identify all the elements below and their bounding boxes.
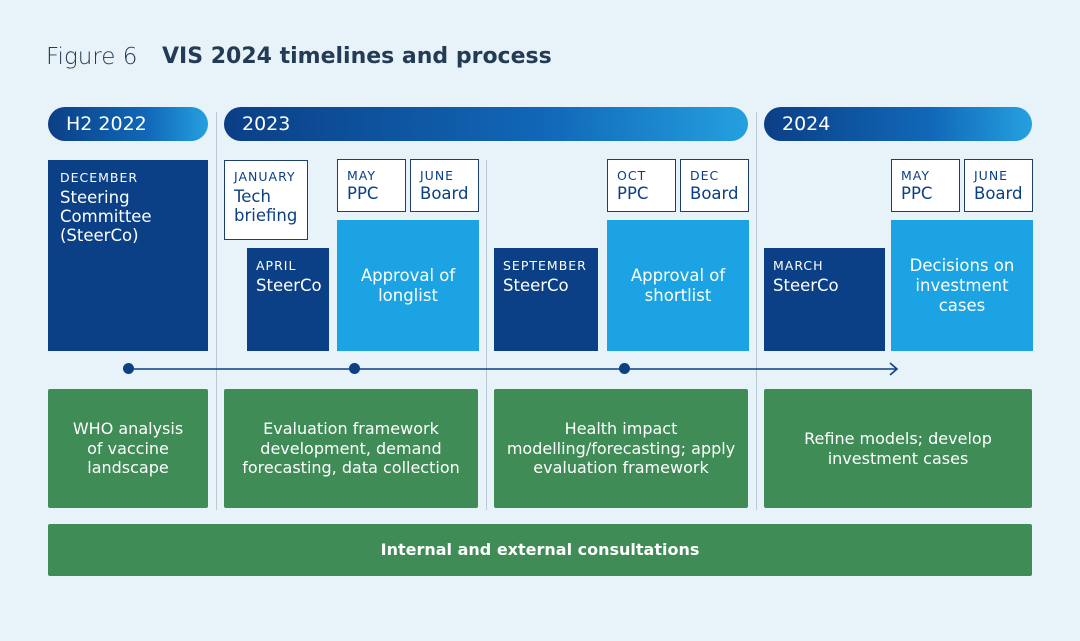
- activity-text: Health impact modelling/forecasting; app…: [506, 419, 736, 478]
- milestone-month: MAY: [347, 168, 377, 183]
- milestone-name: SteerCo: [503, 276, 569, 295]
- milestone-month: JUNE: [420, 168, 455, 183]
- milestone-name: Tech briefing: [234, 187, 298, 225]
- milestone-name: PPC: [617, 184, 649, 203]
- activity-refine-models: Refine models; develop investment cases: [764, 389, 1032, 508]
- milestone-name: Steering Committee (SteerCo): [60, 188, 152, 245]
- timeline-dot: [349, 363, 360, 374]
- approval-shortlist: Approval of shortlist: [607, 220, 749, 351]
- milestone-name: Board: [420, 184, 469, 203]
- milestone-name: SteerCo: [256, 276, 322, 295]
- consultations-label: Internal and external consultations: [380, 540, 700, 559]
- activity-text: WHO analysis of vaccine landscape: [72, 419, 184, 478]
- milestone-may-2023: MAY PPC: [337, 159, 406, 212]
- milestone-oct: OCT PPC: [607, 159, 676, 212]
- half-divider: [486, 160, 487, 510]
- period-2023: 2023: [224, 107, 748, 141]
- milestone-month: JANUARY: [234, 169, 296, 184]
- consultations-bar: Internal and external consultations: [48, 524, 1032, 576]
- milestone-name: PPC: [901, 184, 933, 203]
- milestone-june-2023: JUNE Board: [410, 159, 479, 212]
- milestone-month: OCT: [617, 168, 647, 183]
- milestone-december: DECEMBER Steering Committee (SteerCo): [48, 160, 208, 351]
- milestone-month: MAY: [901, 168, 931, 183]
- activity-who-analysis: WHO analysis of vaccine landscape: [48, 389, 208, 508]
- milestone-may-2024: MAY PPC: [891, 159, 960, 212]
- figure-label: Figure 6: [46, 44, 138, 70]
- timeline-dot: [619, 363, 630, 374]
- period-divider: [216, 112, 217, 510]
- activity-text: Evaluation framework development, demand…: [242, 419, 460, 478]
- figure-title: VIS 2024 timelines and process: [162, 44, 552, 69]
- activity-text: Refine models; develop investment cases: [804, 429, 992, 468]
- milestone-month: APRIL: [256, 258, 297, 273]
- milestone-month: DECEMBER: [60, 170, 139, 185]
- period-divider: [756, 112, 757, 510]
- period-2024: 2024: [764, 107, 1032, 141]
- milestone-name: Board: [690, 184, 739, 203]
- milestone-march: MARCH SteerCo: [764, 248, 885, 351]
- activity-health-impact: Health impact modelling/forecasting; app…: [494, 389, 748, 508]
- milestone-month: JUNE: [974, 168, 1009, 183]
- decisions-investment-cases: Decisions on investment cases: [891, 220, 1033, 351]
- milestone-name: SteerCo: [773, 276, 839, 295]
- milestone-dec: DEC Board: [680, 159, 749, 212]
- milestone-month: SEPTEMBER: [503, 258, 587, 273]
- milestone-name: PPC: [347, 184, 379, 203]
- milestone-january: JANUARY Tech briefing: [224, 160, 308, 240]
- milestone-month: DEC: [690, 168, 720, 183]
- milestone-september: SEPTEMBER SteerCo: [494, 248, 598, 351]
- milestone-name: Board: [974, 184, 1023, 203]
- timeline-dot: [123, 363, 134, 374]
- activity-evaluation-framework: Evaluation framework development, demand…: [224, 389, 478, 508]
- milestone-june-2024: JUNE Board: [964, 159, 1033, 212]
- approval-longlist: Approval of longlist: [337, 220, 479, 351]
- period-h2-2022: H2 2022: [48, 107, 208, 141]
- timeline-arrow: [128, 362, 899, 376]
- milestone-april: APRIL SteerCo: [247, 248, 329, 351]
- milestone-month: MARCH: [773, 258, 824, 273]
